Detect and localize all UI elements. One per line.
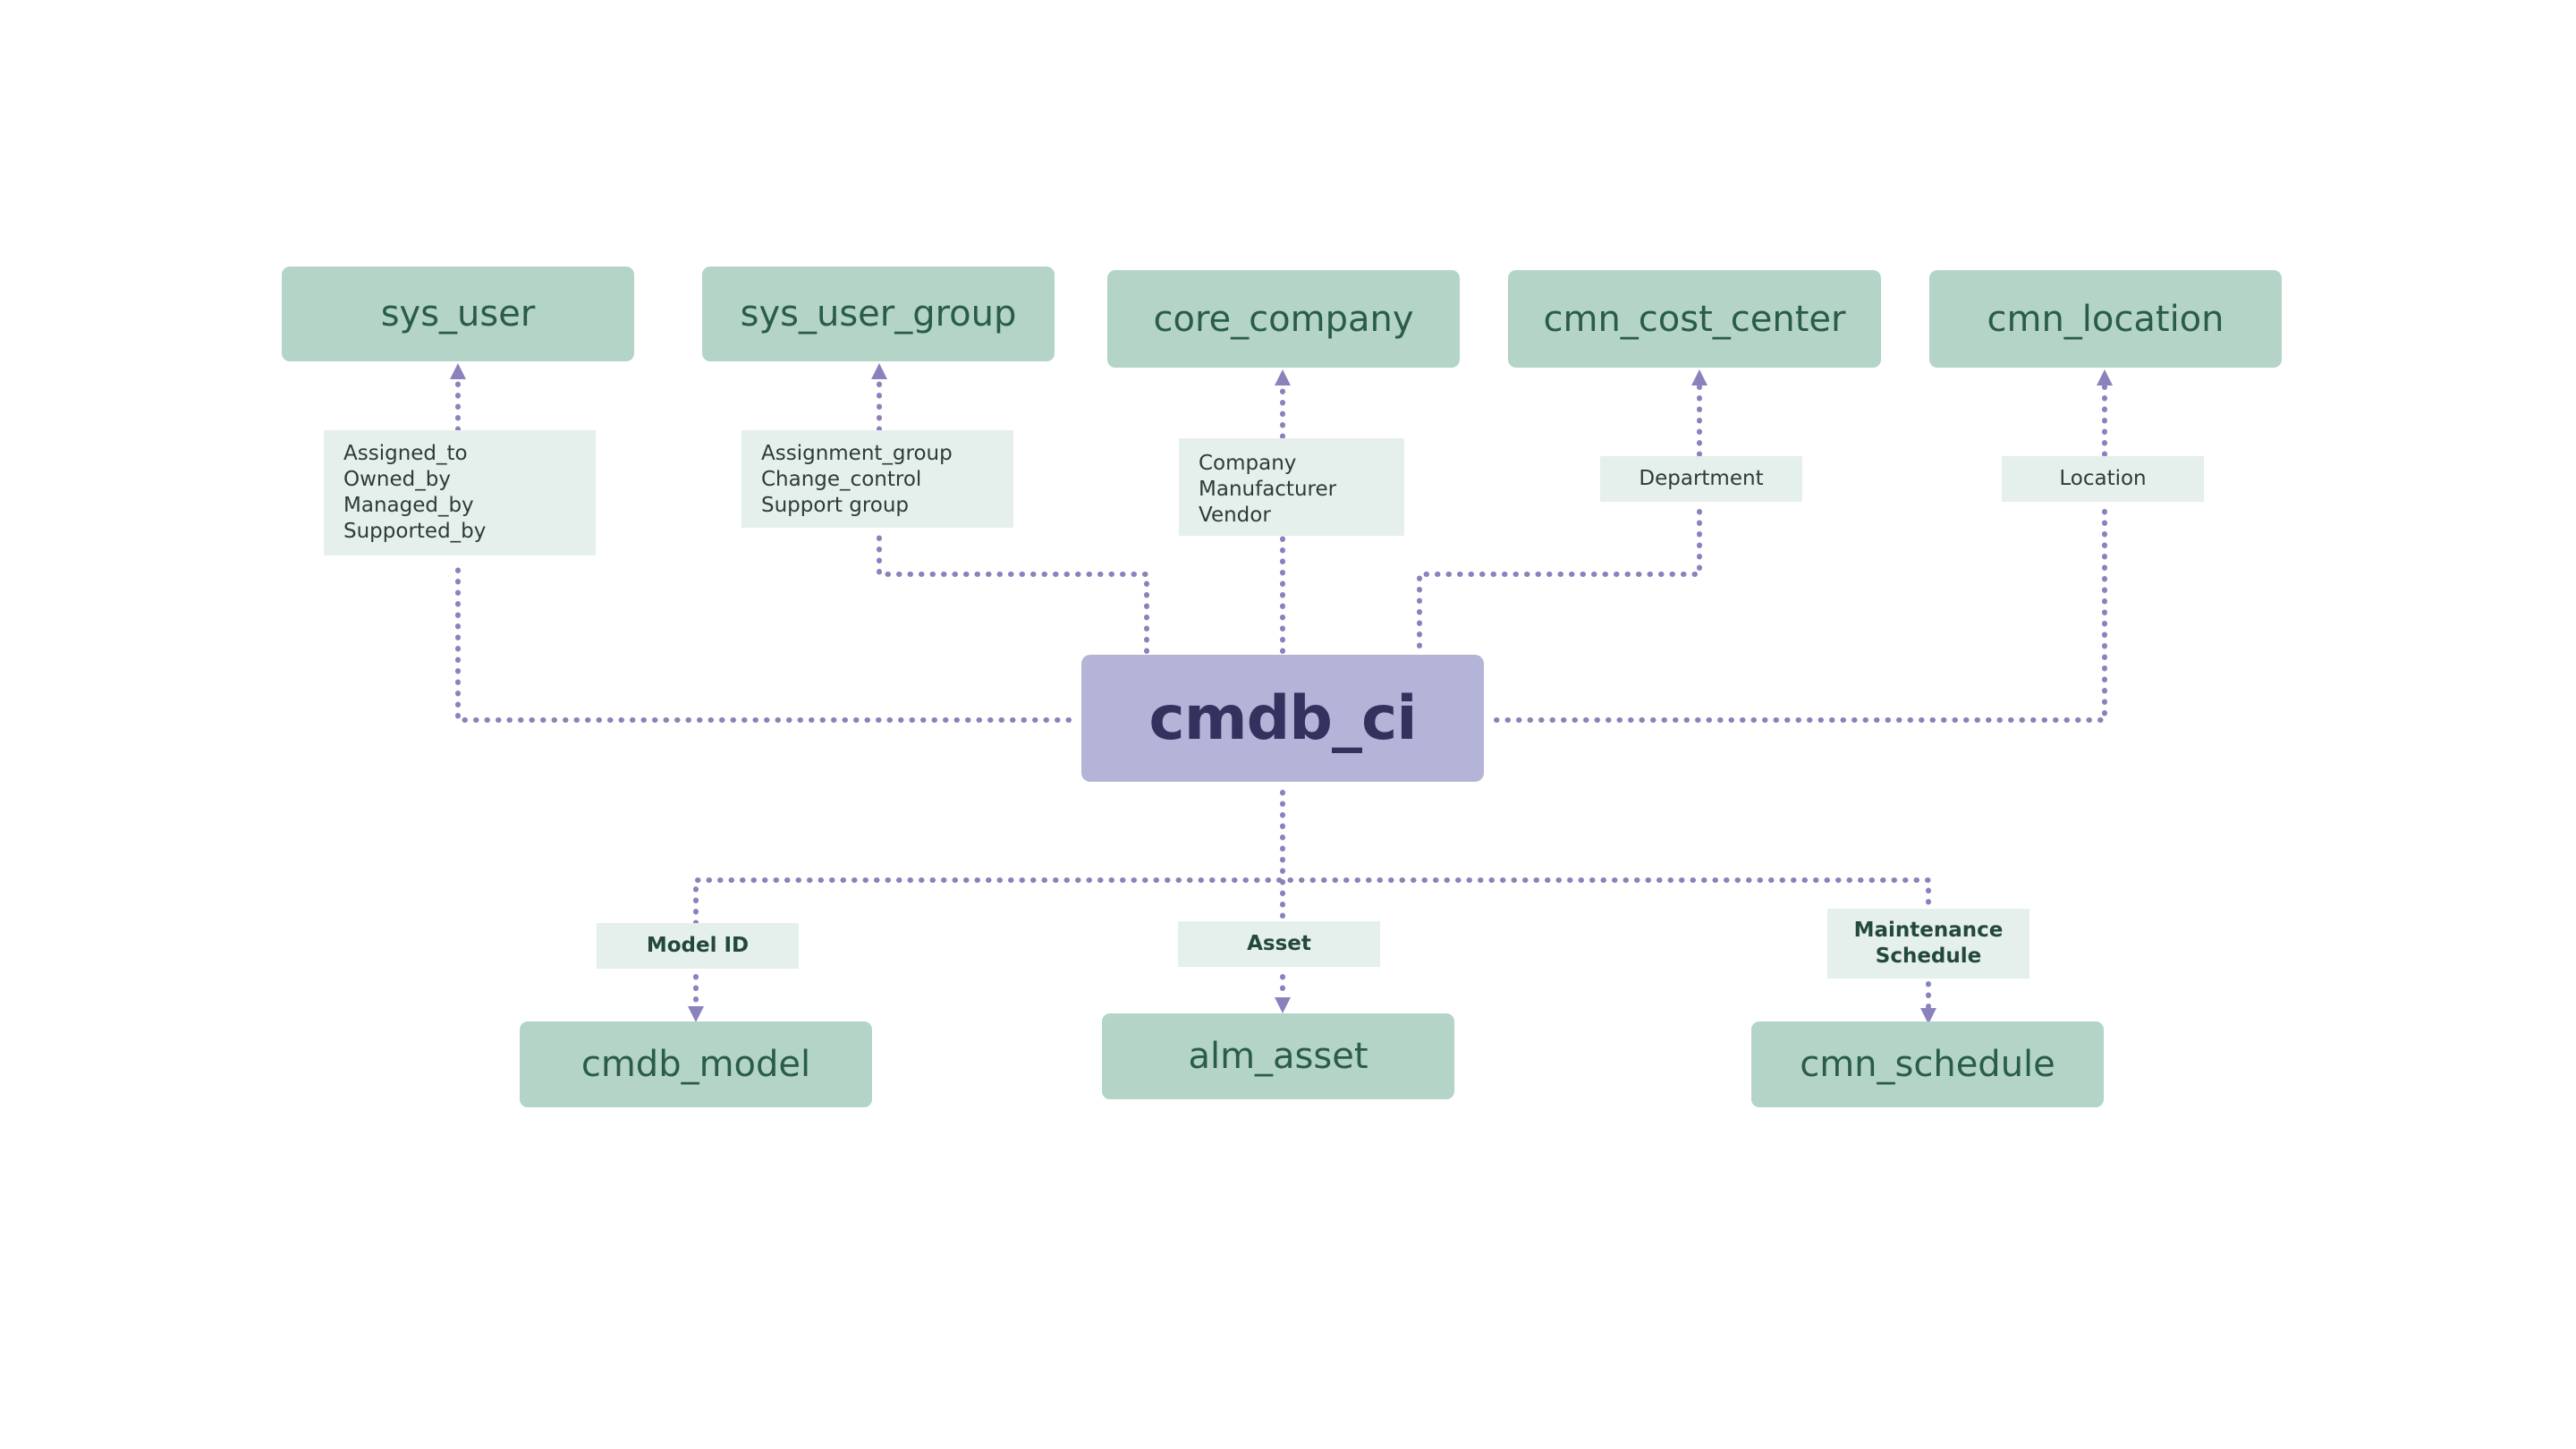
table-cmdb-ci: cmdb_ci <box>1081 655 1484 782</box>
table-cmn-cost-center: cmn_cost_center <box>1508 270 1881 368</box>
relationship-field: Support group <box>761 494 910 517</box>
table-sys-user-group: sys_user_group <box>702 267 1055 361</box>
relationship-field: Assigned_to <box>343 442 468 465</box>
connector-bottom-bus <box>693 877 1931 926</box>
relationship-field: Assignment_group <box>761 442 953 465</box>
arrowhead-cmn-schedule <box>1920 1008 1936 1024</box>
relationship-field: Schedule <box>1875 945 1982 968</box>
arrowhead-cmn-location <box>2097 369 2113 386</box>
arrowhead-cmdb-model <box>688 1006 704 1022</box>
relationship-field: Location <box>2059 467 2147 490</box>
relationship-field: Company <box>1199 452 1297 475</box>
relationship-field: Manufacturer <box>1199 478 1337 501</box>
relationship-label-cmn-schedule: Maintenance Schedule <box>1827 909 2029 979</box>
relationship-field: Asset <box>1247 932 1311 955</box>
relationship-label-alm-asset: Asset <box>1178 921 1380 967</box>
arrowhead-core-company <box>1275 369 1291 386</box>
table-cmdb-model: cmdb_model <box>520 1021 872 1107</box>
relationship-field: Model ID <box>646 934 750 957</box>
connector-cmn-location <box>1494 500 2107 723</box>
table-cmn-schedule: cmn_schedule <box>1751 1021 2104 1107</box>
relationship-label-cmdb-model: Model ID <box>597 923 799 969</box>
relationship-field: Vendor <box>1199 504 1271 527</box>
relationship-label-core-company: Company Manufacturer Vendor <box>1179 438 1404 536</box>
relationship-field: Department <box>1639 467 1764 490</box>
relationship-label-cmn-cost-center: Department <box>1600 456 1802 502</box>
connector-sys-user-group <box>877 527 1149 654</box>
connector-cmn-cost-center <box>1417 500 1702 648</box>
relationship-field: Maintenance <box>1853 919 2004 942</box>
relationship-field: Supported_by <box>343 520 487 543</box>
arrowhead-sys-user-group <box>871 363 887 379</box>
arrowhead-cmn-cost-center <box>1691 369 1707 386</box>
relationship-field: Managed_by <box>343 494 474 517</box>
arrowhead-alm-asset <box>1275 997 1291 1013</box>
table-core-company: core_company <box>1107 270 1460 368</box>
relationship-field: Change_control <box>761 468 922 491</box>
connector-sys-user <box>455 557 1072 723</box>
relationship-label-cmn-location: Location <box>2002 456 2204 502</box>
table-alm-asset: alm_asset <box>1102 1013 1454 1099</box>
relationship-label-sys-user-group: Assignment_group Change_control Support … <box>741 430 1013 528</box>
table-sys-user: sys_user <box>282 267 634 361</box>
arrowhead-sys-user <box>450 363 466 379</box>
relationship-label-sys-user: Assigned_to Owned_by Managed_by Supporte… <box>324 430 596 555</box>
relationship-field: Owned_by <box>343 468 451 491</box>
table-cmn-location: cmn_location <box>1929 270 2282 368</box>
